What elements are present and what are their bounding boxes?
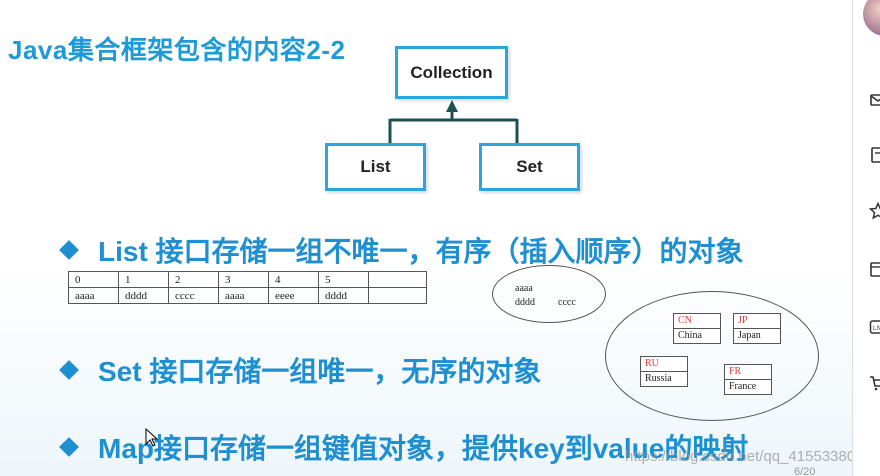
table-cell (368, 287, 427, 304)
table-cell: dddd (118, 287, 169, 304)
watermark: https://blog.csdn.net/qq_41553380 (625, 448, 852, 465)
table-row: aaaa dddd cccc aaaa eeee dddd (68, 287, 427, 304)
set-item: dddd (515, 297, 535, 308)
slide: Java集合框架包含的内容2-2 Collection List Set Lis… (0, 0, 852, 476)
bullet-set: Set 接口存储一组唯一，无序的对象 (59, 350, 542, 390)
table-cell: 3 (218, 271, 269, 288)
table-cell: 4 (268, 271, 319, 288)
map-entry: CN China (673, 313, 721, 344)
table-cell: 2 (168, 271, 219, 288)
table-cell: eeee (268, 287, 319, 304)
table-cell: dddd (318, 287, 369, 304)
table-cell: aaaa (218, 287, 269, 304)
table-cell: 0 (68, 271, 119, 288)
table-row: 0 1 2 3 4 5 (68, 271, 427, 288)
calendar-icon[interactable] (869, 260, 880, 278)
star-icon[interactable] (869, 202, 880, 220)
mouse-cursor-icon (145, 428, 159, 447)
map-entry: RU Russia (640, 356, 688, 387)
map-key: CN (674, 314, 720, 329)
map-value: France (729, 381, 757, 392)
map-entry: FR France (724, 364, 772, 395)
svg-text:LIV: LIV (873, 326, 880, 332)
bullet-map: Map接口存储一组键值对象，提供key到value的映射 (59, 427, 749, 467)
message-icon[interactable] (869, 90, 880, 108)
map-illustration-ellipse (605, 291, 819, 421)
hierarchy-connectors (388, 100, 519, 144)
document-icon[interactable] (869, 146, 880, 164)
avatar-icon[interactable] (863, 0, 880, 36)
bullet-set-text: Set 接口存储一组唯一，无序的对象 (98, 356, 542, 387)
map-value: China (678, 330, 702, 341)
map-key: RU (641, 357, 687, 372)
map-value: Russia (645, 373, 672, 384)
list-illustration-table: 0 1 2 3 4 5 aaaa dddd cccc aaaa eeee ddd… (68, 271, 427, 304)
set-item: aaaa (515, 283, 533, 294)
slide-title: Java集合框架包含的内容2-2 (8, 35, 346, 65)
live-icon[interactable]: LIV (869, 318, 880, 336)
bullet-map-text: Map接口存储一组键值对象，提供key到value的映射 (98, 433, 749, 464)
table-cell (368, 271, 427, 288)
diamond-bullet-icon (59, 437, 79, 457)
list-box: List (325, 143, 426, 191)
set-illustration-ellipse (492, 265, 606, 323)
diamond-bullet-icon (59, 360, 79, 380)
map-value: Japan (738, 330, 761, 341)
set-item: cccc (558, 297, 576, 308)
map-key: FR (725, 365, 771, 380)
map-entry: JP Japan (733, 313, 781, 344)
set-box: Set (479, 143, 580, 191)
table-cell: aaaa (68, 287, 119, 304)
diamond-bullet-icon (59, 240, 79, 260)
table-cell: 1 (118, 271, 169, 288)
table-cell: 5 (318, 271, 369, 288)
map-key: JP (734, 314, 780, 329)
right-sidebar: LIV (852, 0, 880, 476)
bullet-list: List 接口存储一组不唯一，有序（插入顺序）的对象 (59, 230, 744, 270)
table-cell: cccc (168, 287, 219, 304)
inheritance-arrow-head (446, 100, 458, 112)
page-number: 6/20 (794, 466, 816, 476)
cart-icon[interactable] (869, 374, 880, 392)
bullet-list-text: List 接口存储一组不唯一，有序（插入顺序）的对象 (98, 236, 744, 267)
collection-box: Collection (395, 46, 508, 99)
